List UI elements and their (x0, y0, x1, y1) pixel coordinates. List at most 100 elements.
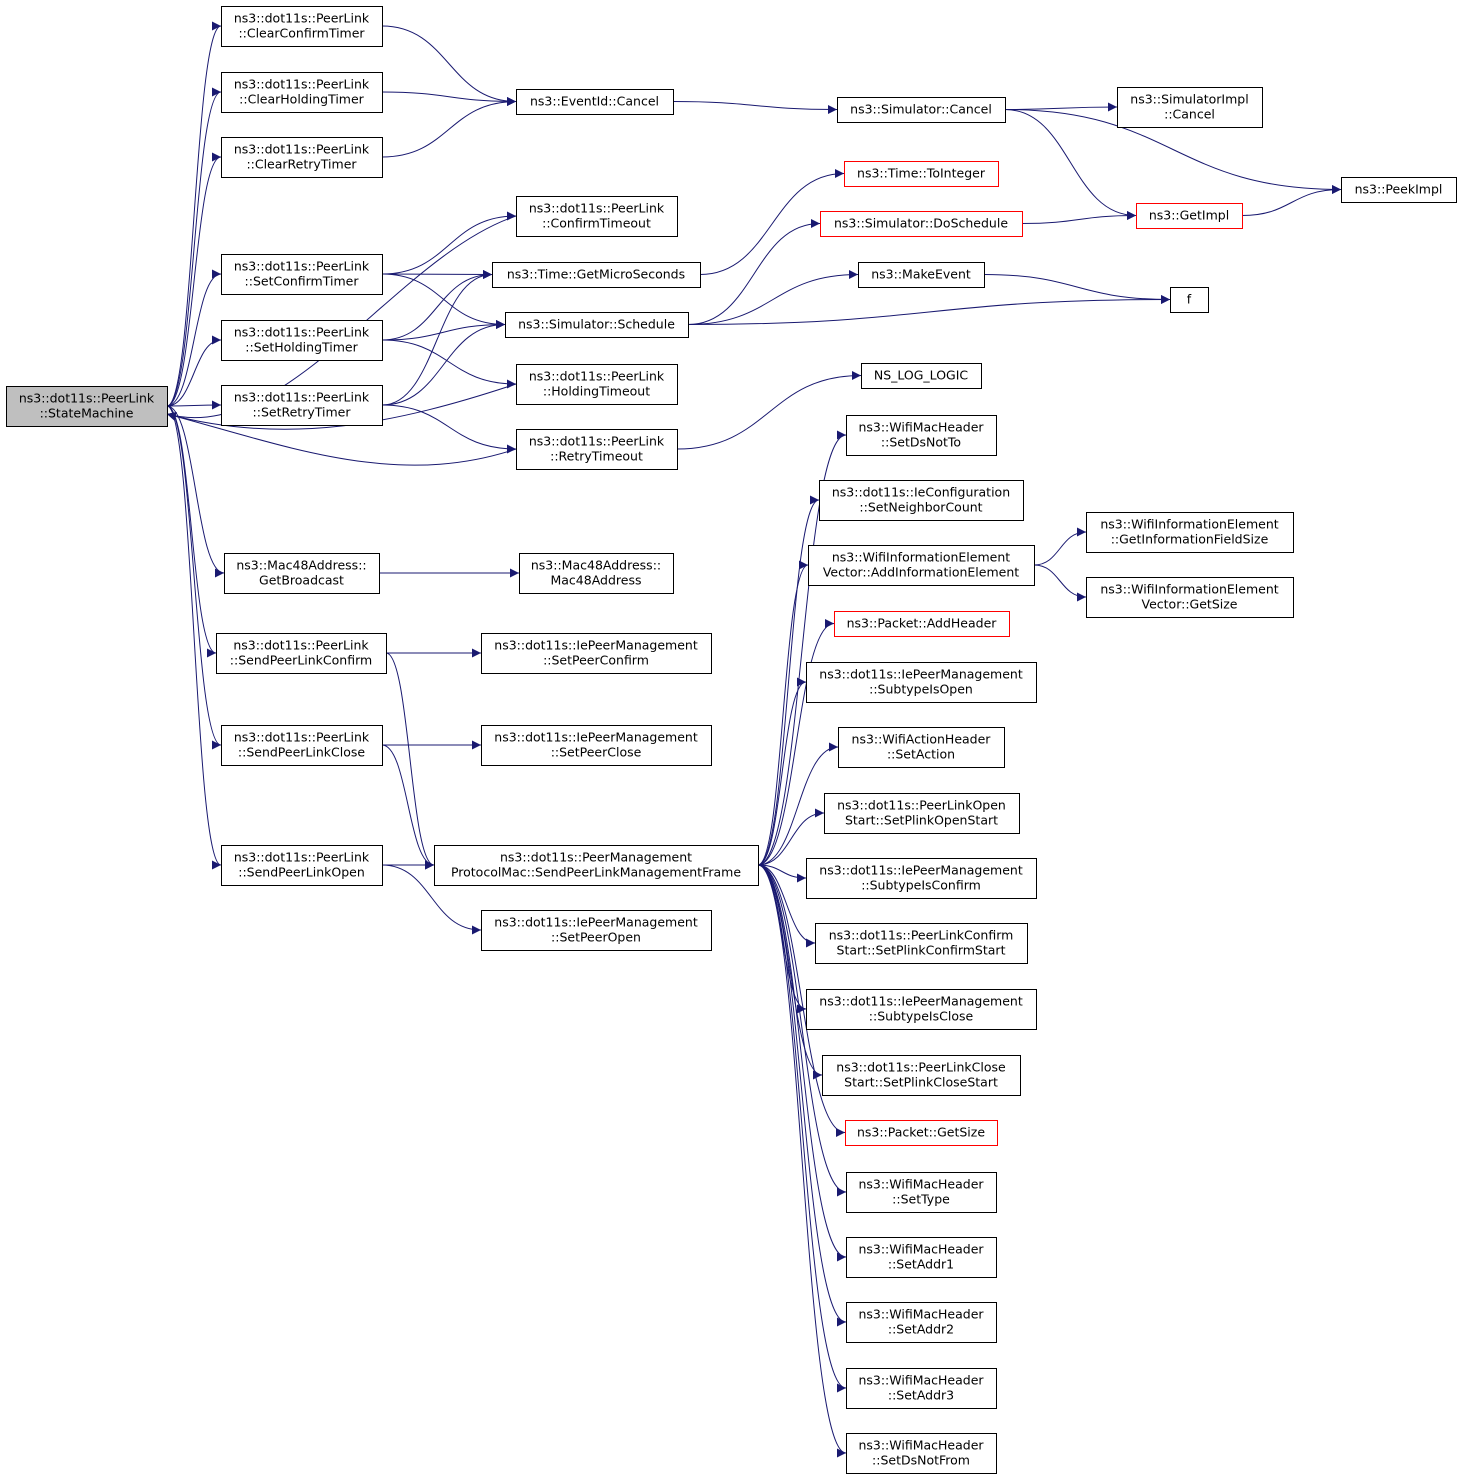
node-confirmtimeout[interactable]: ns3::dot11s::PeerLink::ConfirmTimeout (516, 196, 678, 237)
node-simschedule[interactable]: ns3::Simulator::Schedule (505, 312, 689, 338)
node-sendpeerlinkclose[interactable]: ns3::dot11s::PeerLink::SendPeerLinkClose (221, 725, 383, 766)
node-setretrytimer[interactable]: ns3::dot11s::PeerLink::SetRetryTimer (221, 385, 383, 426)
node-simcancel[interactable]: ns3::Simulator::Cancel (837, 97, 1006, 123)
node-clearretrytimer[interactable]: ns3::dot11s::PeerLink::ClearRetryTimer (221, 137, 383, 178)
node-box (221, 725, 383, 766)
node-setpeerconfirm[interactable]: ns3::dot11s::IePeerManagement::SetPeerCo… (481, 633, 712, 674)
node-setdsnotto[interactable]: ns3::WifiMacHeader::SetDsNotTo (846, 415, 997, 456)
node-subtypeisclose[interactable]: ns3::dot11s::IePeerManagement::SubtypeIs… (806, 989, 1037, 1030)
node-getimpl[interactable]: ns3::GetImpl (1136, 203, 1243, 229)
node-box (808, 545, 1035, 586)
node-box (858, 262, 985, 288)
node-label: ::SetAddr3 (888, 1388, 954, 1403)
node-simimplcancel[interactable]: ns3::SimulatorImpl::Cancel (1117, 87, 1263, 128)
node-peekimpl[interactable]: ns3::PeekImpl (1341, 177, 1457, 203)
node-f[interactable]: f (1170, 287, 1209, 313)
node-setaction[interactable]: ns3::WifiActionHeader::SetAction (838, 727, 1005, 768)
node-label: ns3::dot11s::PeerLinkOpen (837, 798, 1006, 813)
edge-simcancel-to-getimpl (1004, 109, 1137, 220)
node-setholdingtimer[interactable]: ns3::dot11s::PeerLink::SetHoldingTimer (221, 320, 383, 361)
node-sendpeerlinkopen[interactable]: ns3::dot11s::PeerLink::SendPeerLinkOpen (221, 845, 383, 886)
node-setpeerclose[interactable]: ns3::dot11s::IePeerManagement::SetPeerCl… (481, 725, 712, 766)
edge-sendmgmtframe-to-addinfoelement (757, 560, 809, 866)
node-label: ns3::dot11s::IePeerManagement (819, 994, 1023, 1009)
node-setaddr1[interactable]: ns3::WifiMacHeader::SetAddr1 (846, 1237, 997, 1278)
node-vectorgetsize[interactable]: ns3::WifiInformationElementVector::GetSi… (1086, 577, 1294, 618)
node-setaddr3[interactable]: ns3::WifiMacHeader::SetAddr3 (846, 1368, 997, 1409)
node-setplinkopenstart[interactable]: ns3::dot11s::PeerLinkOpenStart::SetPlink… (824, 793, 1020, 834)
edge-statemachine-to-sendpeerlinkclose (166, 405, 222, 750)
node-box (221, 385, 383, 426)
node-packetaddheader[interactable]: ns3::Packet::AddHeader (834, 611, 1010, 637)
node-label: ns3::Packet::GetSize (857, 1125, 985, 1140)
node-statemachine[interactable]: ns3::dot11s::PeerLink::StateMachine (6, 386, 168, 427)
node-box (481, 725, 712, 766)
node-timetointeger[interactable]: ns3::Time::ToInteger (844, 161, 999, 187)
node-label: ns3::dot11s::PeerLink (529, 434, 665, 449)
edge-statemachine-to-sendpeerlinkconfirm (166, 405, 217, 658)
node-simdoschedule[interactable]: ns3::Simulator::DoSchedule (820, 211, 1023, 237)
node-label: GetBroadcast (259, 573, 344, 588)
node-setaddr2[interactable]: ns3::WifiMacHeader::SetAddr2 (846, 1302, 997, 1343)
node-sendmgmtframe[interactable]: ns3::dot11s::PeerManagementProtocolMac::… (434, 845, 759, 886)
node-setneighborcount[interactable]: ns3::dot11s::IeConfiguration::SetNeighbo… (819, 480, 1024, 521)
node-label: ns3::WifiActionHeader (852, 732, 992, 747)
node-box (221, 72, 383, 113)
node-getmicroseconds[interactable]: ns3::Time::GetMicroSeconds (492, 262, 701, 288)
node-box (837, 97, 1006, 123)
node-label: ns3::WifiMacHeader (858, 420, 984, 435)
node-box (216, 633, 387, 674)
node-label: ProtocolMac::SendPeerLinkManagementFrame (451, 865, 741, 880)
node-label: ns3::dot11s::PeerLink (234, 390, 370, 405)
node-box (224, 553, 380, 594)
node-getinfofieldsize[interactable]: ns3::WifiInformationElement::GetInformat… (1086, 512, 1294, 553)
node-label: ::SetPeerOpen (551, 930, 641, 945)
node-box (846, 1433, 997, 1474)
node-addinfoelement[interactable]: ns3::WifiInformationElementVector::AddIn… (808, 545, 1035, 586)
node-label: ns3::dot11s::IeConfiguration (832, 485, 1010, 500)
edge-setretrytimer-to-retrytimeout (381, 404, 517, 454)
node-label: ns3::dot11s::PeerLink (233, 638, 369, 653)
node-mac48address[interactable]: ns3::Mac48Address::Mac48Address (519, 553, 674, 594)
node-sendpeerlinkconfirm[interactable]: ns3::dot11s::PeerLink::SendPeerLinkConfi… (216, 633, 387, 674)
node-label: ns3::WifiInformationElement (1100, 517, 1278, 532)
node-label: NS_LOG_LOGIC (874, 368, 969, 383)
node-setdsnotfrom[interactable]: ns3::WifiMacHeader::SetDsNotFrom (846, 1433, 997, 1474)
node-setplinkconfirmstart[interactable]: ns3::dot11s::PeerLinkConfirmStart::SetPl… (815, 923, 1028, 964)
node-setconfirmtimer[interactable]: ns3::dot11s::PeerLink::SetConfirmTimer (221, 254, 383, 295)
node-settype[interactable]: ns3::WifiMacHeader::SetType (846, 1172, 997, 1213)
node-box (822, 1055, 1021, 1096)
node-packetgetsize[interactable]: ns3::Packet::GetSize (845, 1120, 998, 1146)
node-label: ::ConfirmTimeout (542, 216, 651, 231)
node-label: ns3::WifiMacHeader (858, 1177, 984, 1192)
node-label: ::SetDsNotTo (881, 435, 961, 450)
node-label: ns3::dot11s::PeerLink (19, 391, 155, 406)
node-retrytimeout[interactable]: ns3::dot11s::PeerLink::RetryTimeout (516, 429, 678, 470)
node-nsloglogic[interactable]: NS_LOG_LOGIC (861, 363, 982, 389)
edge-retrytimeout-to-statemachine (166, 411, 517, 466)
edge-sendmgmtframe-to-setaddr1 (757, 864, 847, 1262)
node-setplinkclosestart[interactable]: ns3::dot11s::PeerLinkCloseStart::SetPlin… (822, 1055, 1021, 1096)
edge-simschedule-to-simdoschedule (687, 219, 821, 325)
node-holdingtimeout[interactable]: ns3::dot11s::PeerLink::HoldingTimeout (516, 364, 678, 405)
edge-statemachine-to-clearretrytimer (166, 152, 222, 407)
node-box (221, 254, 383, 295)
node-box (834, 611, 1010, 637)
node-label: ns3::dot11s::PeerManagement (500, 850, 692, 865)
node-clearholdingtimer[interactable]: ns3::dot11s::PeerLink::ClearHoldingTimer (221, 72, 383, 113)
node-makeevent[interactable]: ns3::MakeEvent (858, 262, 985, 288)
edge-makeevent-to-f (983, 274, 1171, 304)
node-box (815, 923, 1028, 964)
node-subtypeisconfirm[interactable]: ns3::dot11s::IePeerManagement::SubtypeIs… (806, 858, 1037, 899)
node-eventidcancel[interactable]: ns3::EventId::Cancel (516, 89, 674, 115)
node-label: ns3::WifiMacHeader (858, 1438, 984, 1453)
node-label: ns3::Simulator::Cancel (850, 102, 992, 117)
edge-sendmgmtframe-to-setplinkconfirmstart (757, 864, 816, 948)
node-setpeeropen[interactable]: ns3::dot11s::IePeerManagement::SetPeerOp… (481, 910, 712, 951)
node-clearconfirmtimer[interactable]: ns3::dot11s::PeerLink::ClearConfirmTimer (221, 6, 383, 47)
node-subtypeisopen[interactable]: ns3::dot11s::IePeerManagement::SubtypeIs… (806, 662, 1037, 703)
node-box (806, 662, 1037, 703)
node-box (519, 553, 674, 594)
node-getbroadcast[interactable]: ns3::Mac48Address::GetBroadcast (224, 553, 380, 594)
edge-setholdingtimer-to-simschedule (381, 320, 506, 341)
